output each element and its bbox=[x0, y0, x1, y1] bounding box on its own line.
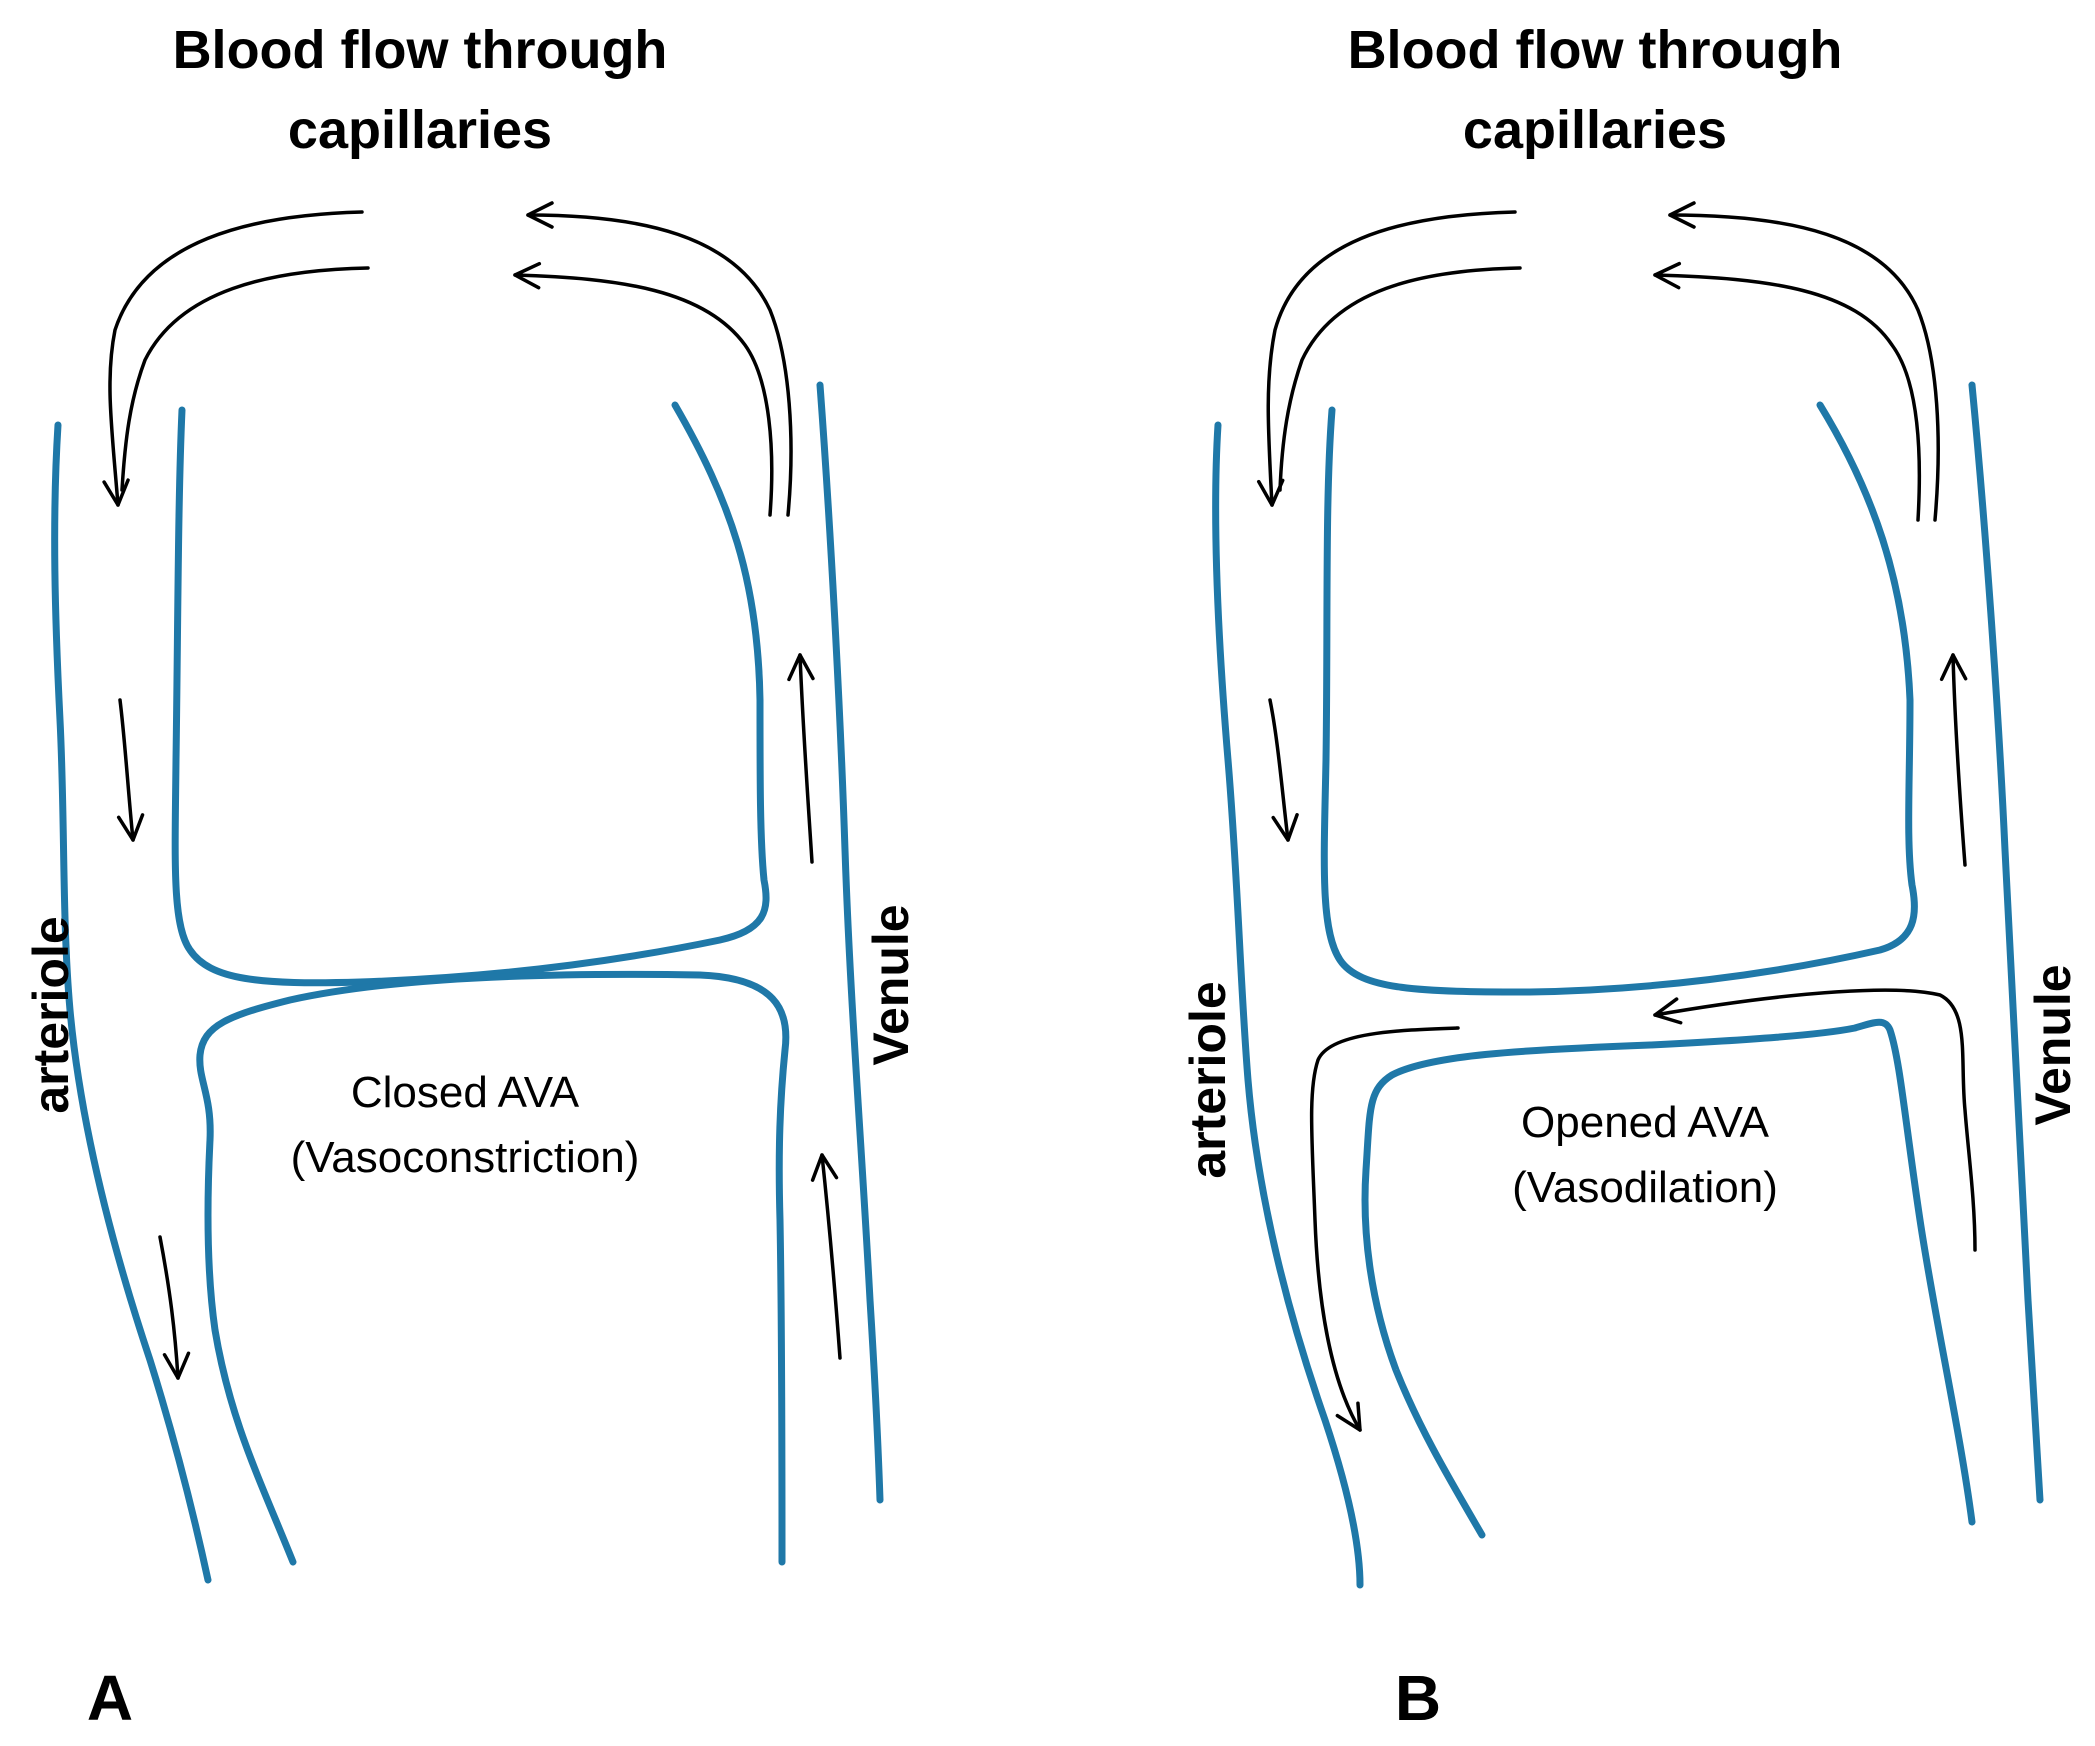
panel-a-capillary-arrow-in-inner bbox=[120, 266, 370, 492]
panel-a-arteriole-arrow-1 bbox=[116, 698, 145, 842]
panel-b-capillary-arrow-in-outer bbox=[1256, 210, 1517, 507]
panel-a-arteriole-inner-wall-upper bbox=[171, 401, 770, 987]
panel-b-arteriole-outer-wall bbox=[1212, 421, 1364, 1589]
panel-b-capillary-arrow-out-inner bbox=[1653, 261, 1922, 522]
panel-b-title-line1: Blood flow through bbox=[1348, 20, 1843, 80]
panel-b-venule-outer-wall bbox=[1968, 381, 2044, 1504]
panel-a-arteriole-label: arteriole bbox=[23, 916, 79, 1113]
panel-b-shunt-arrow-out bbox=[1309, 1026, 1460, 1432]
panel-b-venule-arrow-1 bbox=[1939, 653, 1968, 867]
panel-a-capillary-arrow-out-inner bbox=[513, 261, 774, 517]
panel-b-capillary-arrow-out-outer bbox=[1668, 201, 1940, 522]
panel-a-ava-label-line2: (Vasoconstriction) bbox=[291, 1133, 640, 1182]
panel-b-ava-label-line1: Opened AVA bbox=[1521, 1098, 1770, 1147]
panel-a-venule-label: Venule bbox=[863, 904, 919, 1065]
panel-a-ava-label-line1: Closed AVA bbox=[351, 1068, 580, 1117]
panel-b-arteriole-inner-wall-upper bbox=[1320, 401, 1918, 996]
panel-a-title-line2: capillaries bbox=[288, 100, 552, 160]
panel-a-arteriole-outer-wall bbox=[51, 421, 212, 1584]
panel-a: Blood flow through capillaries arteriole… bbox=[23, 20, 919, 1734]
panel-b-letter: B bbox=[1395, 1662, 1441, 1734]
panel-a-capillary-arrow-out-outer bbox=[526, 201, 793, 517]
panel-a-letter: A bbox=[87, 1662, 133, 1734]
panel-b-capillary-arrow-in-inner bbox=[1278, 266, 1522, 492]
panel-a-arteriole-inner-wall-lower bbox=[196, 970, 790, 1566]
panel-a-title-line1: Blood flow through bbox=[173, 20, 668, 80]
panel-a-arteriole-arrow-2 bbox=[158, 1235, 191, 1380]
panel-b-arteriole-arrow-1 bbox=[1268, 698, 1299, 842]
panel-a-venule-outer-wall bbox=[816, 381, 884, 1504]
panel-b-shunt-arrow-in bbox=[1653, 988, 1977, 1252]
panel-a-venule-arrow-1 bbox=[787, 653, 815, 864]
panel-b-title-line2: capillaries bbox=[1463, 100, 1727, 160]
panel-b-venule-label: Venule bbox=[2025, 964, 2081, 1125]
panel-b: Blood flow through capillaries arteriole… bbox=[1180, 20, 2081, 1734]
panel-b-arteriole-label: arteriole bbox=[1180, 981, 1236, 1178]
panel-a-venule-arrow-2 bbox=[810, 1153, 842, 1360]
panel-b-arteriole-inner-wall-lower bbox=[1361, 1018, 1976, 1539]
panel-b-ava-label-line2: (Vasodilation) bbox=[1512, 1163, 1778, 1212]
panel-a-capillary-arrow-in-outer bbox=[102, 210, 364, 507]
